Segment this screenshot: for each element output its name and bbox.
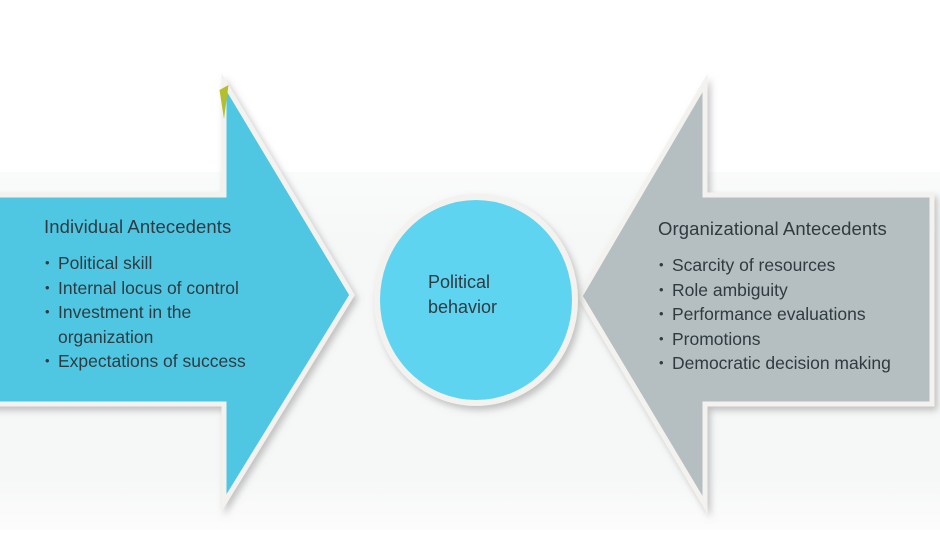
bullet-dot: • [659, 306, 664, 321]
bullet-dot: • [659, 330, 664, 346]
list-item-label: Promotions [672, 328, 761, 349]
left-arrow-title: Individual Antecedents [44, 216, 232, 237]
center-circle-shape [374, 194, 578, 406]
list-item-label: Performance evaluations [672, 304, 866, 324]
right-arrow-list: • Scarcity of resources • Role ambiguity •… [658, 253, 910, 376]
list-item-label: Scarcity of resources [672, 255, 836, 275]
right-arrow-title: Organizational Antecedents [658, 218, 887, 239]
bullet-dot: • [659, 355, 664, 370]
bullet-dot: • [45, 255, 50, 270]
list-item: • Role ambiguity [658, 278, 910, 303]
bullet-dot: • [659, 257, 664, 272]
artifact-sliver [219, 85, 229, 119]
list-item: • Promotions [658, 327, 910, 352]
list-item: • Political skill [44, 251, 260, 276]
list-item: • Democratic decision making [658, 351, 910, 376]
list-item-label: Role ambiguity [672, 279, 788, 300]
bullet-dot: • [45, 353, 50, 368]
list-item-label: Internal locus of control [58, 277, 239, 298]
right-arrow-content: Organizational Antecedents • Scarcity of … [658, 218, 910, 376]
list-item: • Expectations of success [44, 349, 260, 374]
bullet-dot: • [659, 281, 664, 297]
list-item: • Investment in the organization [44, 300, 260, 349]
bullet-dot: • [45, 279, 50, 295]
list-item: • Performance evaluations [658, 302, 910, 327]
left-arrow-list: • Political skill • Internal locus of cont… [44, 251, 260, 374]
list-item: • Scarcity of resources [658, 253, 910, 278]
list-item-label: Investment in the organization [58, 302, 192, 347]
list-item: • Internal locus of control [44, 276, 260, 301]
list-item-label: Political skill [58, 253, 153, 273]
list-item-label: Expectations of success [58, 351, 246, 371]
center-circle-label: Political behavior [428, 272, 498, 317]
left-arrow-shape [0, 72, 355, 512]
right-arrow-shape [577, 73, 935, 515]
bullet-dot: • [45, 304, 50, 319]
list-item-label: Democratic decision making [672, 353, 891, 373]
left-arrow-content: Individual Antecedents • Political skill … [44, 216, 260, 374]
